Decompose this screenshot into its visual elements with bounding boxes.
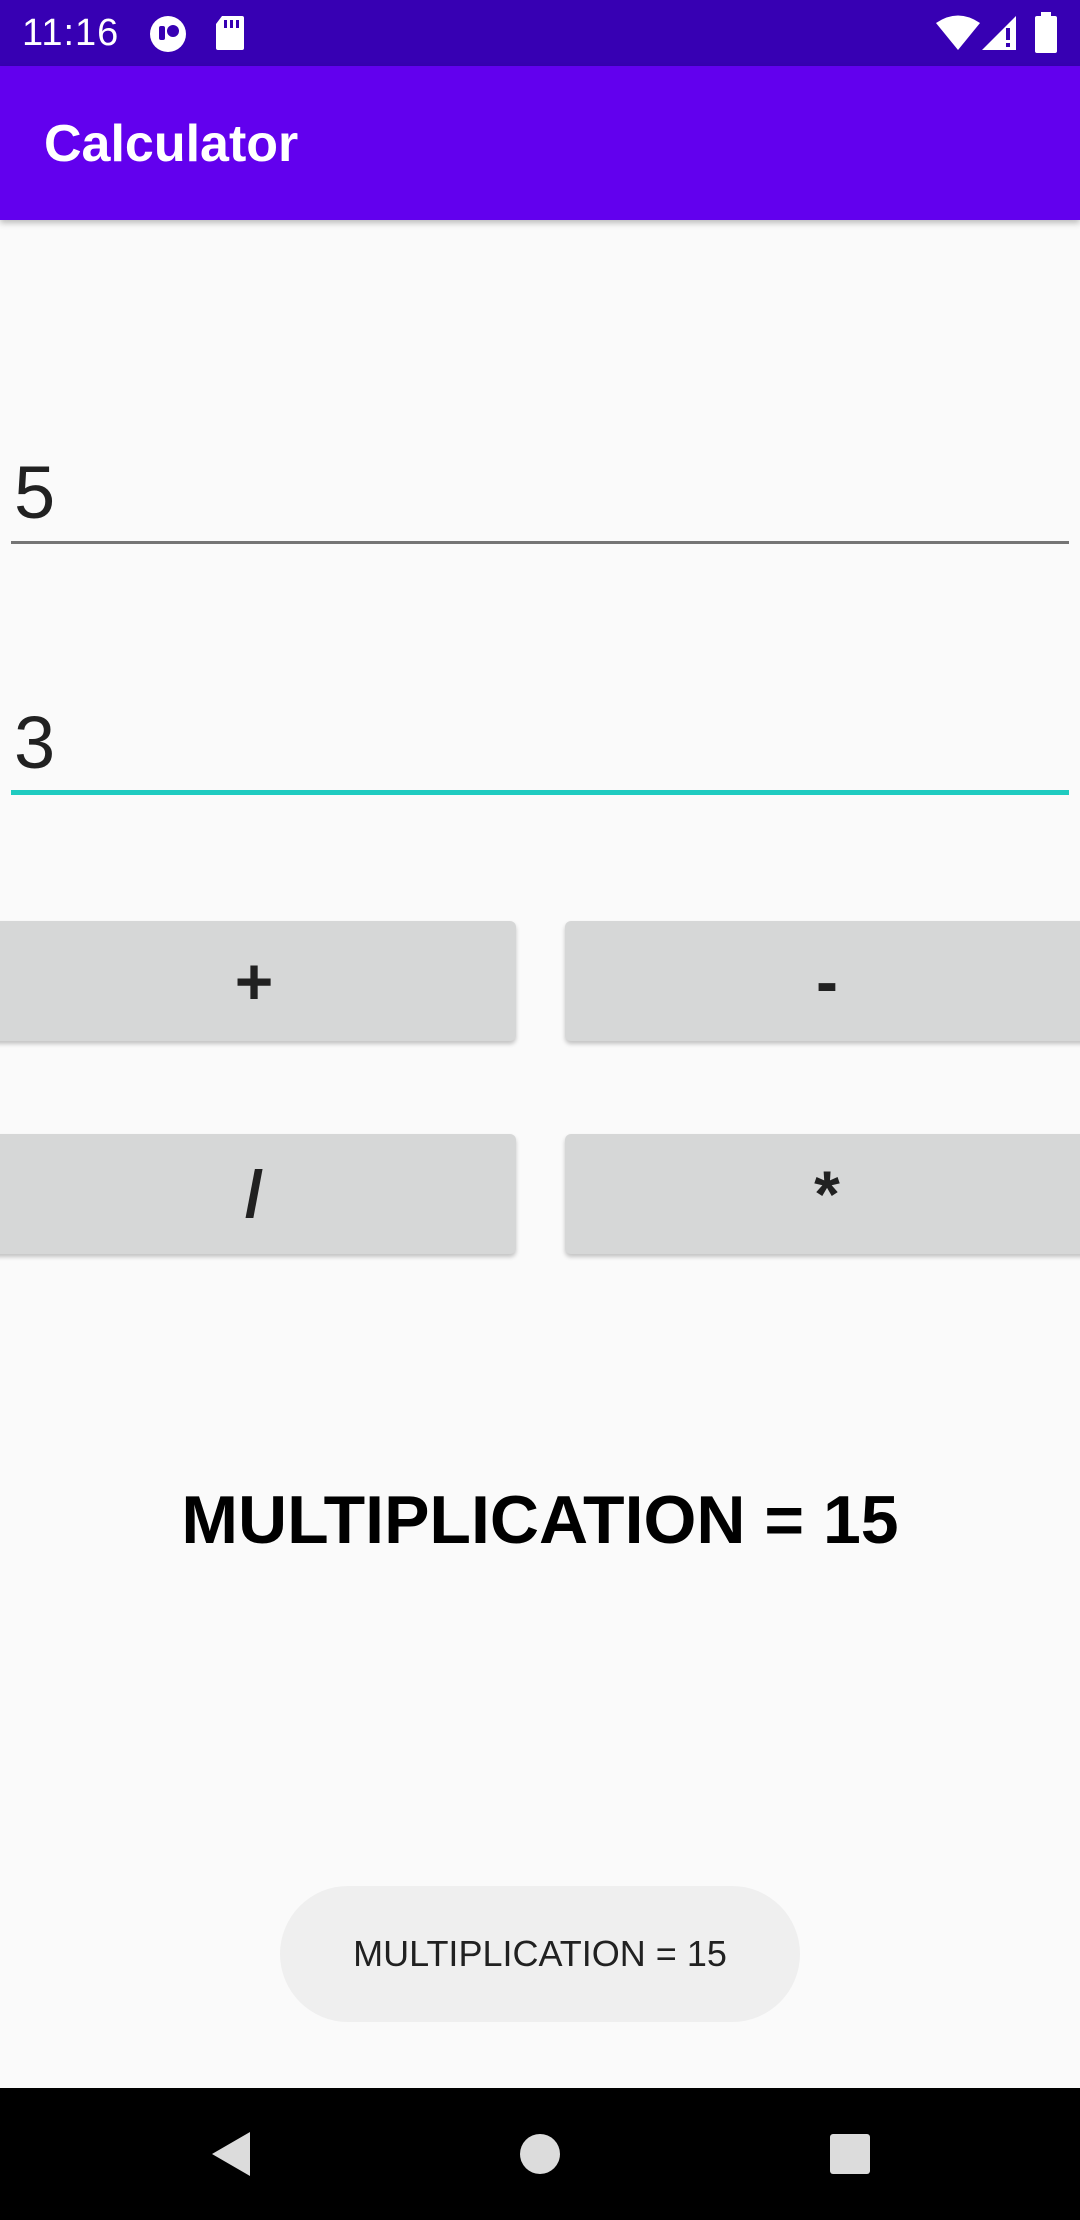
status-time: 11:16 <box>22 12 120 54</box>
second-number-input[interactable] <box>11 695 1069 795</box>
home-icon[interactable] <box>500 2114 580 2194</box>
add-button[interactable]: + <box>0 921 516 1041</box>
recents-icon[interactable] <box>810 2114 890 2194</box>
app-title: Calculator <box>44 115 299 173</box>
first-number-input[interactable] <box>11 444 1069 544</box>
signal-icon <box>982 16 1016 50</box>
divide-button[interactable]: / <box>0 1134 516 1254</box>
back-icon[interactable] <box>192 2114 272 2194</box>
navigation-bar <box>0 2088 1080 2220</box>
result-label: MULTIPLICATION = 15 <box>181 1482 899 1558</box>
wifi-icon <box>936 15 980 50</box>
sd-card-icon <box>216 16 244 50</box>
toast-message: MULTIPLICATION = 15 <box>280 1886 800 2022</box>
notification-app-icon <box>150 16 186 52</box>
status-bar: 11:16 <box>0 0 1080 66</box>
battery-icon <box>1035 12 1057 53</box>
app-bar: Calculator <box>0 66 1080 220</box>
multiply-button[interactable]: * <box>565 1134 1080 1254</box>
subtract-button[interactable]: - <box>565 921 1080 1041</box>
